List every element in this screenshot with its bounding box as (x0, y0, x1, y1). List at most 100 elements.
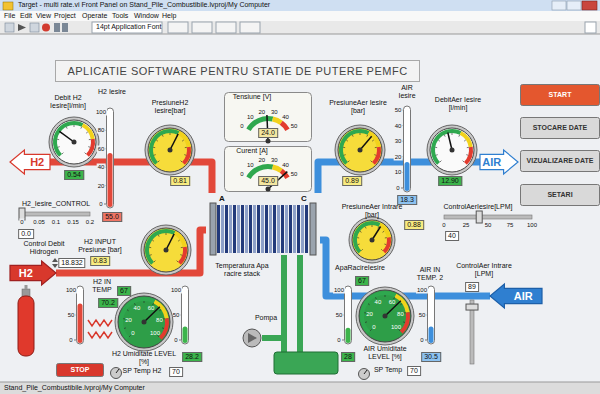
scale-number: 20 (366, 310, 373, 317)
pump: Pompa (236, 312, 290, 352)
value-display: 0.0 (18, 229, 34, 239)
slider: H2_Iesire_CONTROL0.000.050.10.150.2 (14, 199, 100, 239)
scale-number: 20 (258, 156, 265, 163)
scale-number: 50 (418, 312, 427, 319)
instrument-label: Tensiune [V] (222, 93, 282, 101)
thermometer: H2 IN TEMP70.2100500 (64, 276, 118, 360)
ammeter: Curent [A]45.001020304050 (224, 146, 312, 192)
status-text: Stand_Pile_Combustibile.lvproj/My Comput… (4, 384, 145, 392)
button-text: STOP (56, 363, 104, 377)
terminal-letter: A (219, 194, 225, 203)
scale-number: 0.1 (51, 219, 61, 226)
instrument-label: ApaRacireIesire (330, 264, 390, 272)
h2-inlet-arrow-graphic (10, 261, 56, 285)
scale-number: 100 (150, 330, 160, 337)
instrument-label: Control Debit Hidrogen (16, 240, 72, 256)
h2-outlet-arrow: H2 (10, 150, 50, 174)
value-display: 70.2 (98, 298, 118, 308)
h2-inlet-arrow: H2 (10, 261, 56, 285)
window-title: Target - multi rate.vi Front Panel on St… (18, 1, 270, 9)
flow-gauge: DebitAer Iesire [l/min] 12.90 (428, 95, 488, 187)
air-inlet-arrow: AIR (490, 284, 542, 308)
scale-number: 20 (97, 182, 106, 189)
scale-number: 0.15 (66, 219, 80, 226)
instrument-label: H2 Umiditate LEVEL [%] (109, 350, 179, 366)
arrow-label: AIR (480, 150, 504, 174)
pressure-gauge: PresiuneAer Intrare [bar]0.88 (336, 202, 426, 262)
stop-button: STOP (56, 363, 104, 377)
value-display: 70 (169, 367, 183, 377)
scale-number: 0.2 (85, 219, 95, 226)
scale-number: 100 (333, 287, 345, 294)
pressure-gauge: PresiuneH2 Iesire[bar]0.81 (138, 98, 204, 188)
scale-number: 30 (271, 156, 278, 163)
scale-number: 40 (134, 305, 141, 312)
menu-item: Operate (82, 12, 107, 20)
scale-number: 100 (416, 287, 428, 294)
scale-number: 0 (68, 337, 73, 344)
scale-number: 100 (526, 222, 538, 229)
scale-number: 50 (394, 107, 403, 114)
button-text: STOCARE DATE (520, 117, 600, 139)
scale-number: 60 (148, 305, 155, 312)
menu-item: View (36, 12, 51, 20)
scale-number: 20 (125, 316, 132, 323)
value-display: 12.90 (438, 176, 462, 186)
vertical-slider: ControlAer Intrare [LPM]89 (452, 260, 514, 370)
value-display: 70 (407, 366, 421, 376)
menu-item: Project (54, 12, 76, 20)
scale-number: 0 (419, 337, 424, 344)
scale-number: 0 (19, 219, 24, 226)
scale-number: 20 (258, 108, 265, 115)
scale-number: 40 (282, 161, 289, 168)
menu-item: File (4, 12, 15, 20)
pressure-gauge: PresiuneAer Iesire [bar] 0.89 (326, 98, 390, 188)
instrument-label: PresiuneAer Iesire [bar] (328, 99, 388, 115)
instrument-label: PresiuneH2 Iesire[bar] (139, 99, 201, 115)
instrument-label: H2 INPUT Presiune [bar] (74, 238, 126, 254)
scale-number: 50 (291, 123, 298, 130)
instrument-label: PresiuneAer Intrare [bar] (337, 203, 407, 219)
scale-number: 25 (462, 222, 471, 229)
scale-number: 0 (395, 185, 400, 192)
scale-number: 40 (394, 122, 403, 129)
scale-number: 80 (156, 316, 163, 323)
button-text: VIZUALIZARE DATE (520, 150, 600, 172)
instrument-label: ControlAer Intrare [LPM] (455, 262, 513, 278)
scale-number: 75 (506, 222, 515, 229)
instrument-label: DebitAer Iesire [l/min] (429, 96, 487, 112)
instrument-label: Temperatura Apa racire stack (209, 262, 275, 278)
humidity-gauge: H2 Umiditate LEVEL [%] 67 0 2040 6080 100 (100, 284, 190, 368)
scale-number: 80 (397, 310, 404, 317)
thermometer: H2 Iesire55.0100806040200 (94, 86, 128, 226)
scale-number: 10 (247, 113, 254, 120)
scale-number: 0 (372, 324, 375, 331)
value-display: 55.0 (102, 212, 122, 222)
arrow-label: H2 (10, 261, 42, 285)
menu-item: Edit (20, 12, 32, 20)
instrument-label: AIR Umiditate LEVEL [%] (354, 345, 416, 361)
scale-number: 80 (97, 127, 106, 134)
instrument-label: H2 Iesire (98, 88, 126, 96)
value-display: 30.5 (421, 352, 441, 362)
air-outlet-arrow: AIR (480, 150, 518, 174)
scale-number: 40 (97, 164, 106, 171)
scale-number: 0 (240, 171, 243, 178)
thermometer: Temperatura Apa racire stack28.2100500 (168, 260, 276, 364)
scale-number: 0 (98, 201, 103, 208)
arrow-label: H2 (24, 150, 50, 174)
value-display: 0.89 (342, 176, 362, 186)
menu-item: Tools (112, 12, 128, 20)
scale-number: 40 (375, 299, 382, 306)
menu-button: VIZUALIZARE DATE (520, 150, 600, 172)
scale-number: 0.05 (32, 219, 46, 226)
scale-number: 30 (394, 138, 403, 145)
scale-number: 0 (173, 337, 178, 344)
scale-number: 50 (67, 312, 76, 319)
scale-number: 10 (394, 169, 403, 176)
value-display: 67 (355, 276, 369, 286)
value-display: 67 (117, 286, 131, 296)
value-display: 45.0 (258, 176, 278, 186)
menu-item: Help (162, 12, 176, 20)
value-display: 18.832 (58, 258, 85, 268)
